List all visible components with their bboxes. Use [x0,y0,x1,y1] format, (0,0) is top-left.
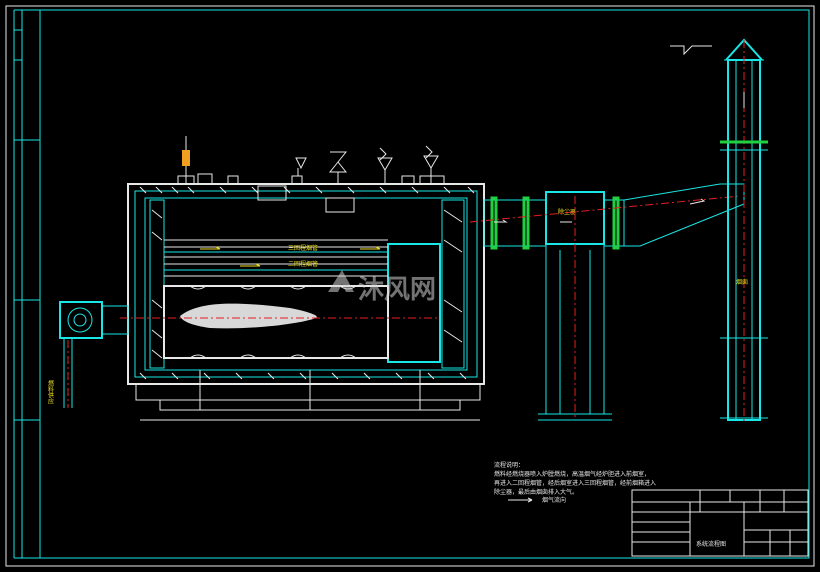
notes-line-3: 再进入二回程烟管，经后烟室进入三回程烟管，经前烟箱进入 [494,479,656,487]
watermark-text: 沐风网 [358,275,436,305]
notes-line-4: 除尘器，最后由烟囱排入大气。 [494,488,578,496]
flame [180,303,317,329]
chimney: 烟囱 [670,38,768,424]
burner: 燃料供应 [47,301,129,408]
title-block: 系统流程图 [631,489,809,557]
tube-label-2: 二回程烟管 [288,260,318,268]
smoke-tubes: 三回程烟管 二回程烟管 [164,239,388,277]
notes: 流程说明： 燃料经燃烧器喷入炉膛燃烧，高温烟气经炉胆进入前烟室， 再进入二回程烟… [494,461,656,504]
flue-duct: 除尘器 [469,183,745,421]
title-block-name: 系统流程图 [696,540,726,548]
furnace [120,285,440,359]
notes-line-5: 烟气流向 [542,496,566,504]
drawing-frame [5,5,815,567]
chimney-label: 烟囱 [736,278,748,286]
boiler-base [135,370,481,421]
notes-line-1: 流程说明： [494,461,524,469]
dust-collector-label: 除尘器 [558,208,576,216]
notes-line-2: 燃料经燃烧器喷入炉膛燃烧，高温烟气经炉胆进入前烟室， [494,470,650,478]
watermark: 沐风网 [328,270,436,305]
tube-label-3: 三回程烟管 [288,244,318,252]
top-fittings [177,136,445,213]
fuel-inlet-label: 燃料供应 [47,379,54,405]
